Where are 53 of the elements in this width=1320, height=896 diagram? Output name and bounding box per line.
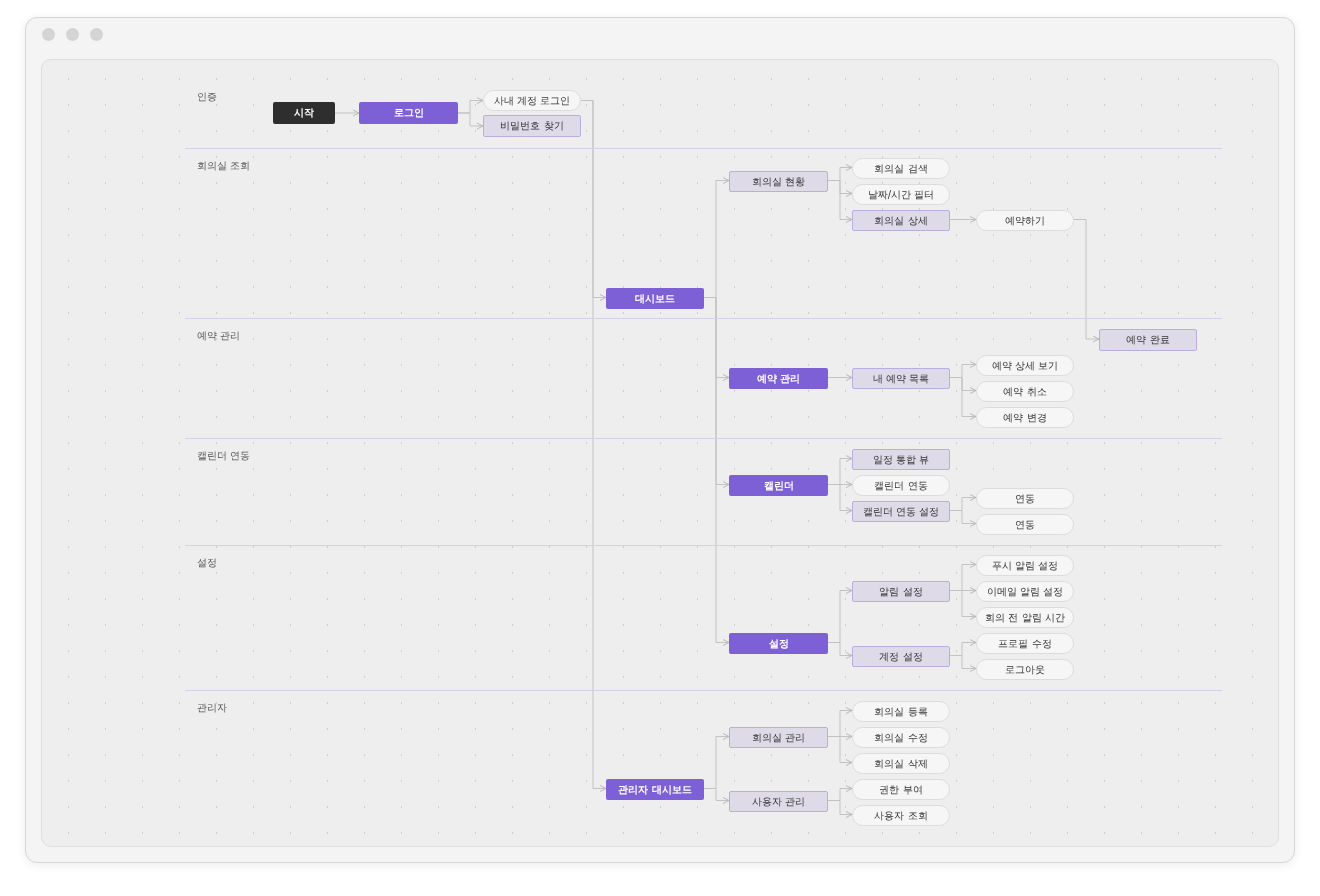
option-pill: 로그아웃 — [976, 659, 1074, 680]
connector-arrow — [703, 788, 730, 804]
lane-label: 회의실 조회 — [197, 159, 251, 173]
lane-label: 예약 관리 — [197, 329, 241, 343]
process-box: 설정 — [729, 633, 828, 654]
option-pill: 예약 취소 — [976, 381, 1074, 402]
connector-arrow — [457, 112, 484, 130]
option-pill: 캘린더 연동 — [852, 475, 950, 496]
option-pill: 예약 상세 보기 — [976, 355, 1074, 376]
process-box: 대시보드 — [606, 288, 704, 309]
option-pill: 회의실 검색 — [852, 158, 950, 179]
process-box: 캘린더 — [729, 475, 828, 496]
process-box: 회의실 관리 — [729, 727, 828, 748]
process-box: 사용자 관리 — [729, 791, 828, 812]
connector-arrow — [334, 109, 360, 117]
process-box: 내 예약 목록 — [852, 368, 950, 389]
option-pill: 회의실 등록 — [852, 701, 950, 722]
process-box: 계정 설정 — [852, 646, 950, 667]
option-pill: 예약하기 — [976, 210, 1074, 231]
option-pill: 회의실 수정 — [852, 727, 950, 748]
option-pill: 날짜/시간 필터 — [852, 184, 950, 205]
lane-label: 인증 — [197, 90, 217, 104]
option-pill: 프로필 수정 — [976, 633, 1074, 654]
process-box: 비밀번호 찾기 — [483, 115, 581, 137]
option-pill: 권한 부여 — [852, 779, 950, 800]
connector-arrow — [949, 377, 977, 420]
process-box: 캘린더 연동 설정 — [852, 501, 950, 522]
process-box: 회의실 상세 — [852, 210, 950, 231]
connector-arrow — [827, 642, 853, 659]
process-box: 일정 통합 뷰 — [852, 449, 950, 470]
option-pill: 회의실 삭제 — [852, 753, 950, 774]
option-pill: 회의 전 알림 시간 — [976, 607, 1074, 628]
lane-label: 설정 — [197, 556, 217, 570]
process-box: 로그인 — [359, 102, 458, 124]
option-pill: 연동 — [976, 514, 1074, 535]
start-box: 시작 — [273, 102, 335, 124]
process-box: 관리자 대시보드 — [606, 779, 704, 800]
connector-arrow — [827, 374, 853, 381]
lane-label: 관리자 — [197, 701, 227, 715]
process-box: 알림 설정 — [852, 581, 950, 602]
option-pill: 연동 — [976, 488, 1074, 509]
lane-label: 캘린더 연동 — [197, 449, 251, 463]
connector-arrow — [1073, 219, 1100, 343]
process-box: 회의실 현황 — [729, 171, 828, 192]
option-pill: 예약 변경 — [976, 407, 1074, 428]
option-pill: 푸시 알림 설정 — [976, 555, 1074, 576]
process-box: 예약 관리 — [729, 368, 828, 389]
option-pill: 사용자 조회 — [852, 805, 950, 826]
option-pill: 사내 계정 로그인 — [483, 90, 581, 111]
process-box: 예약 완료 — [1099, 329, 1197, 351]
connector-arrow — [949, 510, 977, 527]
connector-arrow — [949, 216, 977, 223]
option-pill: 이메일 알림 설정 — [976, 581, 1074, 602]
